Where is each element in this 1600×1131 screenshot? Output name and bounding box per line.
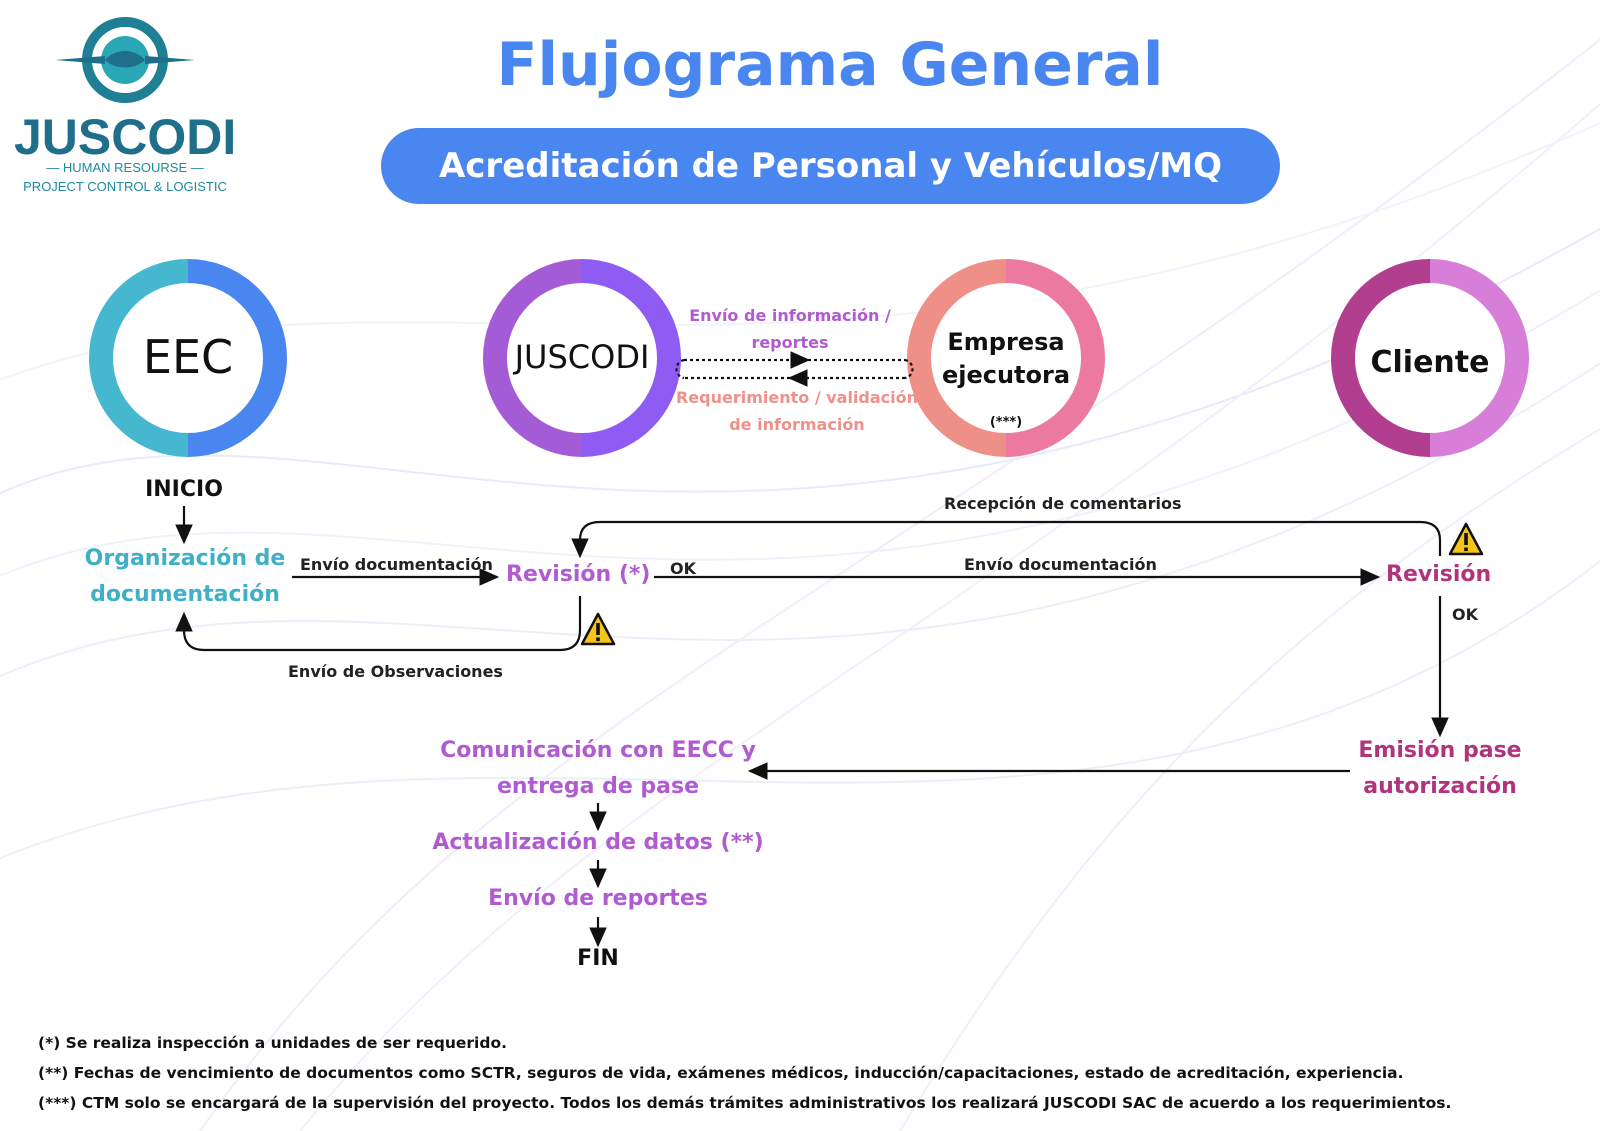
subtitle-banner: Acreditación de Personal y Vehículos/MQ <box>381 128 1280 204</box>
organizacion-step: Organización de documentación <box>84 546 286 607</box>
eec-ring <box>89 259 287 457</box>
fin-label: FIN <box>577 946 619 971</box>
comunicacion-step: Comunicación con EECC y entrega de pase <box>440 738 756 799</box>
empresa-ring <box>907 259 1105 457</box>
envio-documentacion-label-1: Envío documentación <box>300 555 493 574</box>
empresa-note: (***) <box>989 415 1023 430</box>
logo-wordmark: JUSCODI <box>14 109 237 165</box>
warning-icon <box>580 612 616 646</box>
logo-tagline-2: PROJECT CONTROL & LOGISTIC <box>23 179 227 194</box>
arrow-recepcion-comentarios <box>571 520 1442 559</box>
eec-label: EEC <box>142 330 234 384</box>
revision-cliente-step: Revisión <box>1386 562 1492 587</box>
logo-tagline-1: — HUMAN RESOURSE — <box>46 160 204 175</box>
arrow-observaciones <box>175 596 582 652</box>
footnote-2: (**) Fechas de vencimiento de documentos… <box>38 1064 1404 1082</box>
ok-label-2: OK <box>1452 605 1478 624</box>
juscodi-label: JUSCODI <box>514 338 650 376</box>
cliente-label: Cliente <box>1370 345 1490 380</box>
footnote-1: (*) Se realiza inspección a unidades de … <box>38 1034 508 1052</box>
logo-emblem <box>55 17 195 103</box>
emision-pase-step: Emisión pase autorización <box>1358 738 1522 799</box>
cliente-ring <box>1331 259 1529 457</box>
warning-icon <box>1448 522 1484 556</box>
envio-reportes-step: Envío de reportes <box>488 886 708 911</box>
recepcion-comentarios-label: Recepción de comentarios <box>944 494 1182 513</box>
revision-juscodi-step: Revisión (*) <box>506 562 651 587</box>
empresa-label: Empresa ejecutora <box>941 328 1071 389</box>
envio-observaciones-label: Envío de Observaciones <box>288 662 503 681</box>
ok-label-1: OK <box>670 559 696 578</box>
page-title: Flujograma General <box>496 30 1164 100</box>
inicio-label: INICIO <box>145 477 223 502</box>
exchange-bottom-label: Requerimiento / validación de informació… <box>675 388 919 434</box>
footnotes: (*) Se realiza inspección a unidades de … <box>38 1028 1578 1118</box>
envio-documentacion-label-2: Envío documentación <box>964 555 1157 574</box>
exchange-top-label: Envío de información / reportes <box>689 306 891 352</box>
actualizacion-datos-step: Actualización de datos (**) <box>432 830 764 855</box>
footnote-3: (***) CTM solo se encargará de la superv… <box>38 1094 1452 1112</box>
juscodi-ring <box>483 259 681 457</box>
